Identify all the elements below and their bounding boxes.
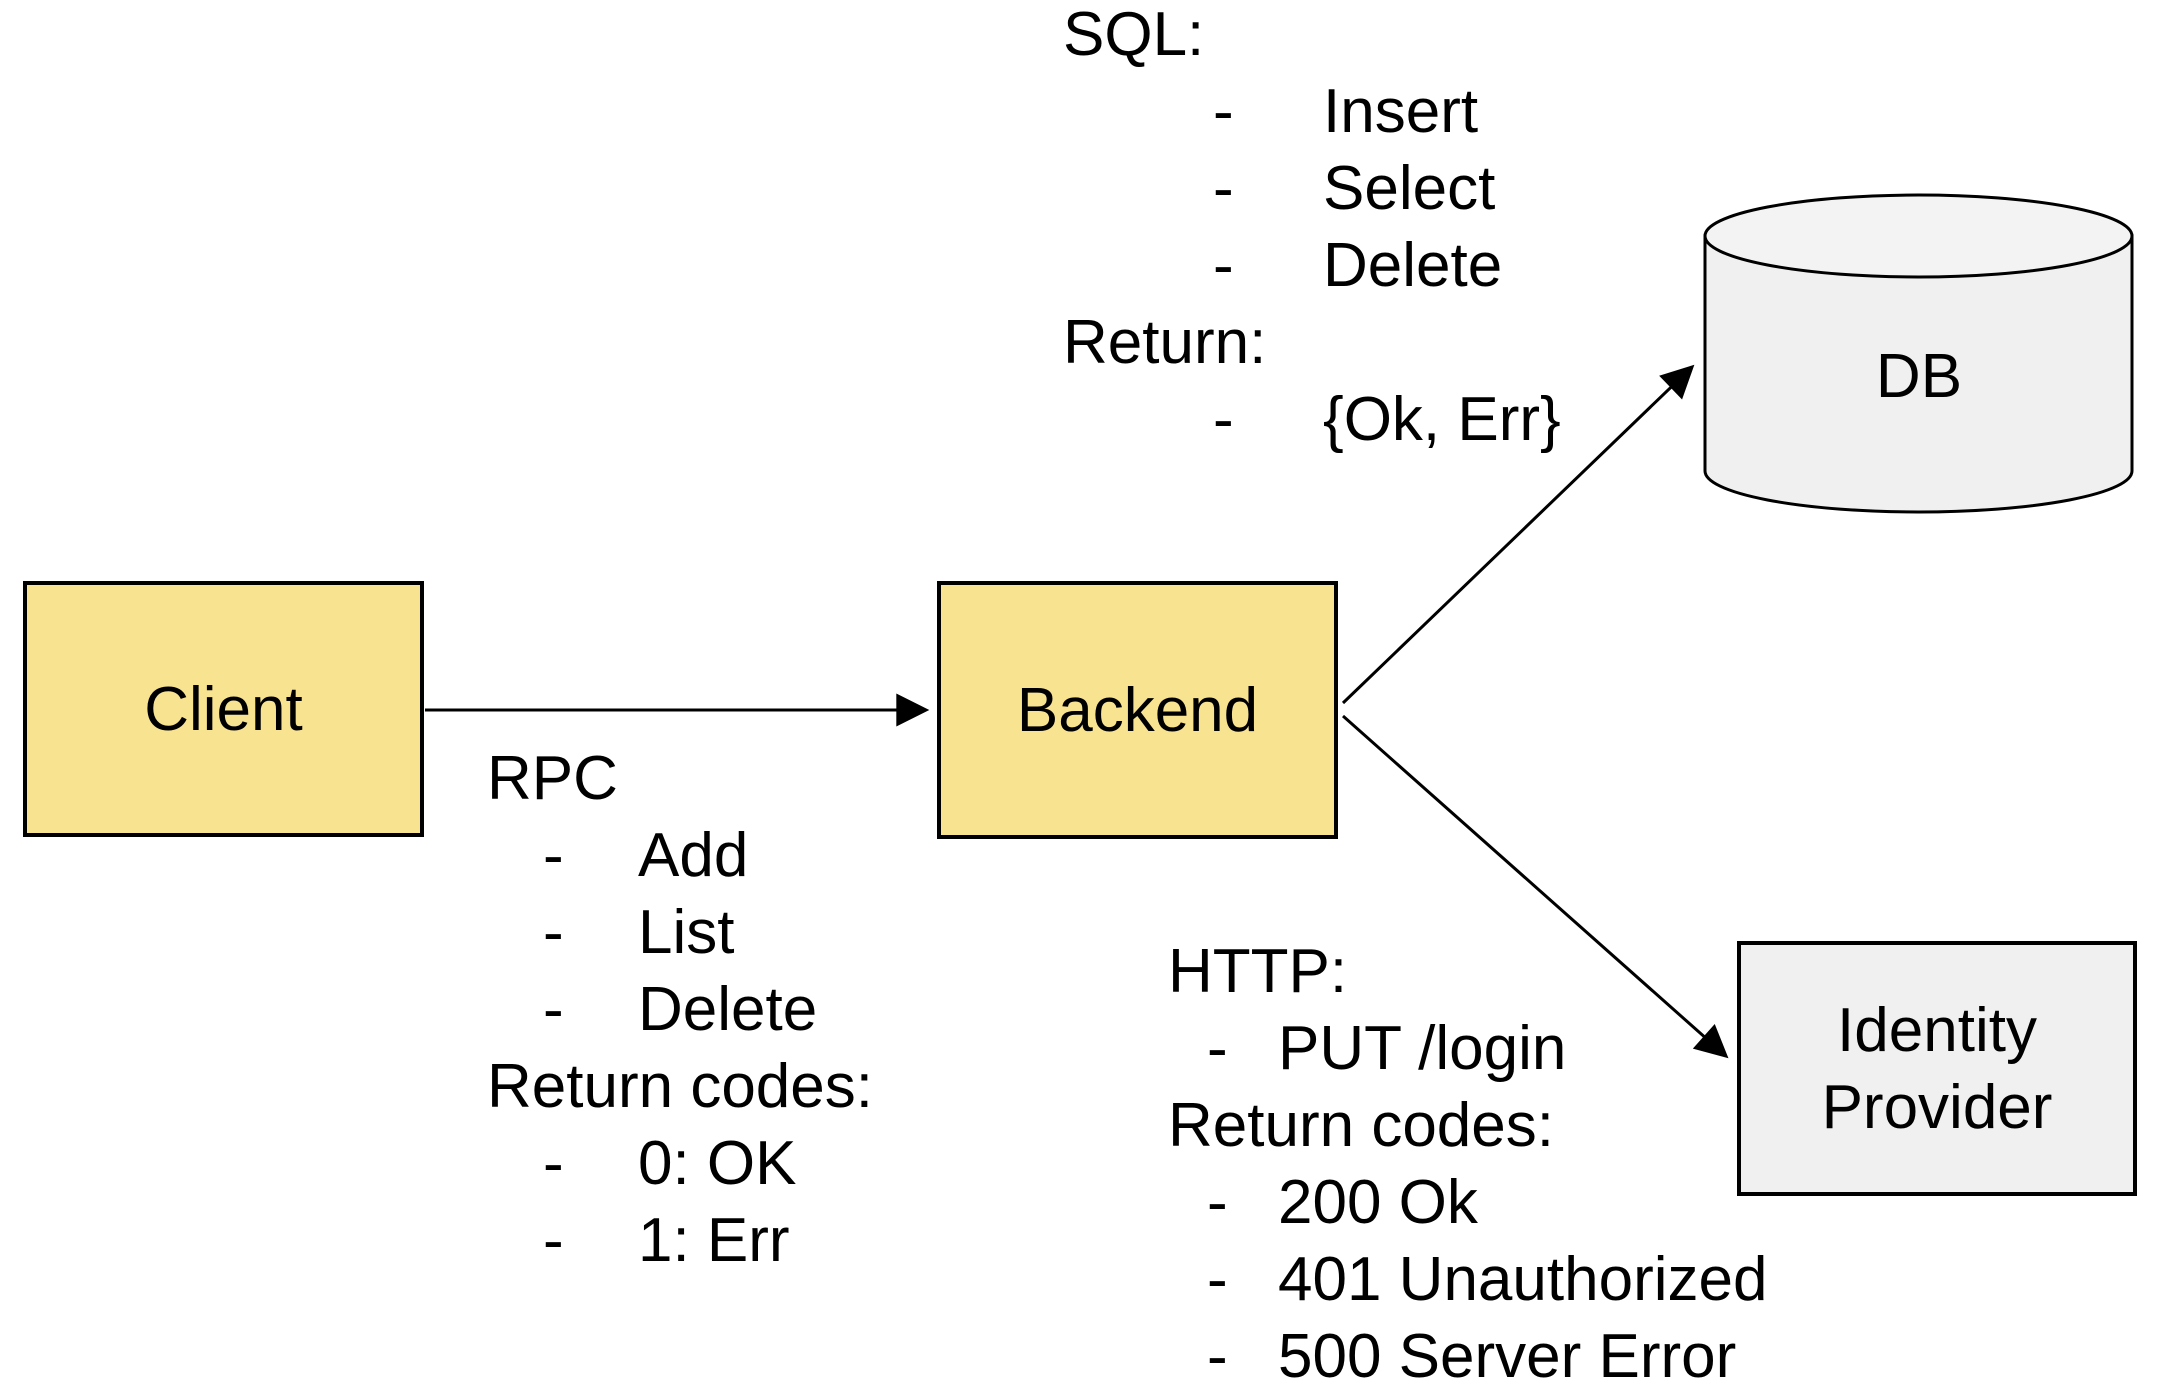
identity-provider-node: Identity Provider bbox=[1737, 941, 2137, 1196]
http-annotation: HTTP: -PUT /login Return codes: -200 Ok … bbox=[1168, 933, 1767, 1395]
bullet-dash: - bbox=[543, 1206, 564, 1275]
annotation-line: -0: OK bbox=[487, 1125, 873, 1202]
bullet-dash: - bbox=[1213, 77, 1234, 146]
edge-backend-db bbox=[1341, 364, 1695, 705]
db-cylinder-body bbox=[1703, 234, 2134, 514]
annotation-header: SQL: bbox=[1063, 0, 1205, 69]
rpc-annotation: RPC -Add -List -Delete Return codes: -0:… bbox=[487, 740, 873, 1279]
annotation-header: RPC bbox=[487, 744, 618, 813]
annotation-line: -Add bbox=[487, 817, 873, 894]
bullet-dash: - bbox=[1207, 1014, 1228, 1083]
annotation-line: -500 Server Error bbox=[1168, 1318, 1767, 1395]
db-cylinder-top bbox=[1703, 193, 2134, 279]
annotation-header: Return: bbox=[1063, 308, 1267, 377]
annotation-line: -200 Ok bbox=[1168, 1164, 1767, 1241]
db-label: DB bbox=[1875, 342, 1963, 411]
identity-provider-label-line2: Provider bbox=[1821, 1072, 2053, 1142]
bullet-dash: - bbox=[1213, 231, 1234, 300]
client-label: Client bbox=[144, 674, 303, 744]
bullet-dash: - bbox=[1213, 154, 1234, 223]
annotation-line: -PUT /login bbox=[1168, 1010, 1767, 1087]
annotation-header: HTTP: bbox=[1168, 937, 1348, 1006]
annotation-header: Return codes: bbox=[487, 1052, 873, 1121]
annotation-line: -1: Err bbox=[487, 1202, 873, 1279]
annotation-line: -Select bbox=[1063, 150, 1561, 227]
annotation-line: -Delete bbox=[1063, 227, 1561, 304]
bullet-dash: - bbox=[1213, 385, 1234, 454]
annotation-line: -Insert bbox=[1063, 73, 1561, 150]
edge-backend-identity-provider bbox=[1342, 714, 1729, 1059]
bullet-dash: - bbox=[543, 821, 564, 890]
annotation-line: -{Ok, Err} bbox=[1063, 381, 1561, 458]
identity-provider-label: Identity Provider bbox=[1741, 992, 2133, 1146]
identity-provider-label-line1: Identity bbox=[1837, 995, 2037, 1065]
bullet-dash: - bbox=[543, 1129, 564, 1198]
annotation-line: -401 Unauthorized bbox=[1168, 1241, 1767, 1318]
annotation-line: -List bbox=[487, 894, 873, 971]
backend-label: Backend bbox=[1016, 675, 1259, 745]
bullet-dash: - bbox=[1207, 1322, 1228, 1391]
sql-annotation: SQL: -Insert -Select -Delete Return: -{O… bbox=[1063, 0, 1561, 458]
annotation-header: Return codes: bbox=[1168, 1091, 1554, 1160]
annotation-line: -Delete bbox=[487, 971, 873, 1048]
bullet-dash: - bbox=[1207, 1168, 1228, 1237]
bullet-dash: - bbox=[1207, 1245, 1228, 1314]
backend-node: Backend bbox=[937, 581, 1338, 839]
bullet-dash: - bbox=[543, 898, 564, 967]
db-node bbox=[1703, 193, 2134, 514]
client-node: Client bbox=[23, 581, 424, 837]
bullet-dash: - bbox=[543, 975, 564, 1044]
